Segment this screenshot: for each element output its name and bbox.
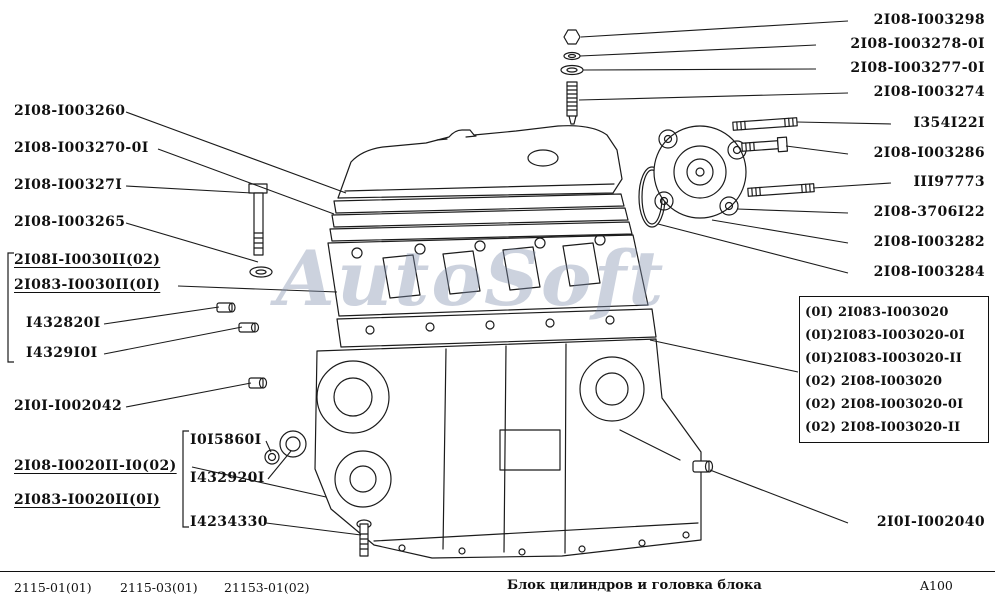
part-number-label[interactable]: I432920I xyxy=(190,470,265,486)
model-code[interactable]: 21153-01(02) xyxy=(224,580,310,595)
stud-nut-washer-stack xyxy=(560,29,584,125)
parts-box-row[interactable]: (0I) 2I083-I003020 xyxy=(805,305,949,320)
part-number-label[interactable]: I0I5860I xyxy=(190,432,262,448)
part-number-label[interactable]: 2I083-I0030II(0I) xyxy=(14,277,161,293)
part-number-label[interactable]: 2I08-I003298 xyxy=(873,12,985,28)
diagram-title: Блок цилиндров и головка блока xyxy=(507,578,762,593)
part-number-label[interactable]: 2I08-I003265 xyxy=(14,214,126,230)
page-ref: A100 xyxy=(920,578,953,593)
part-number-label[interactable]: 2I08-I003260 xyxy=(14,103,126,119)
parts-box-row[interactable]: (02) 2I08-I003020-0I xyxy=(805,397,964,412)
parts-box-row[interactable]: (0I)2I083-I003020-II xyxy=(805,351,962,366)
cylinder-head xyxy=(327,234,649,317)
small-plugs-and-seals xyxy=(216,302,307,465)
head-bolt xyxy=(248,183,273,278)
parts-box-row[interactable]: (02) 2I08-I003020-II xyxy=(805,420,961,435)
part-number-label[interactable]: I4329I0I xyxy=(26,345,98,361)
part-number-label[interactable]: 2I083-I0020II(0I) xyxy=(14,492,161,508)
part-number-label[interactable]: 2I08-I00327I xyxy=(14,177,123,193)
part-number-label[interactable]: 2I08-I003286 xyxy=(873,145,985,161)
part-number-label[interactable]: 2I08I-I0030II(02) xyxy=(14,252,161,268)
parts-box-row[interactable]: (0I)2I083-I003020-0I xyxy=(805,328,965,343)
part-number-label[interactable]: I4234330 xyxy=(190,514,268,530)
model-code[interactable]: 2115-03(01) xyxy=(120,580,198,595)
part-number-label[interactable]: 2I08-3706I22 xyxy=(873,204,985,220)
part-number-label[interactable]: 2I08-I003270-0I xyxy=(14,140,149,156)
part-number-label[interactable]: I432820I xyxy=(26,315,101,331)
water-pump xyxy=(638,125,747,228)
valve-cover xyxy=(337,125,623,199)
part-number-label[interactable]: 2I08-I003277-0I xyxy=(850,60,985,76)
block-plug xyxy=(692,460,714,473)
model-code[interactable]: 2115-01(01) xyxy=(14,580,92,595)
part-number-label[interactable]: 2I0I-I002042 xyxy=(14,398,123,414)
part-number-label[interactable]: 2I08-I003284 xyxy=(873,264,985,280)
footer-divider xyxy=(0,571,995,572)
block-deck xyxy=(336,308,657,348)
alternative-parts-box: (0I) 2I083-I003020 (0I)2I083-I003020-0I … xyxy=(799,296,989,443)
head-gasket-layers xyxy=(329,193,633,242)
part-number-label[interactable]: 2I0I-I002040 xyxy=(876,514,985,530)
part-number-label[interactable]: I354I22I xyxy=(913,115,985,131)
part-number-label[interactable]: 2I08-I003282 xyxy=(873,234,985,250)
part-number-label[interactable]: 2I08-I0020II-I0(02) xyxy=(14,458,177,474)
leader-lines xyxy=(103,20,892,536)
parts-box-row[interactable]: (02) 2I08-I003020 xyxy=(805,374,943,389)
cylinder-block xyxy=(314,338,702,559)
part-number-label[interactable]: 2I08-I003274 xyxy=(873,84,985,100)
oil-pan-bolt xyxy=(356,519,372,557)
part-number-label[interactable]: 2I08-I003278-0I xyxy=(850,36,985,52)
part-number-label[interactable]: III97773 xyxy=(913,174,985,190)
mounting-studs xyxy=(732,117,815,197)
group-brackets xyxy=(7,252,189,528)
